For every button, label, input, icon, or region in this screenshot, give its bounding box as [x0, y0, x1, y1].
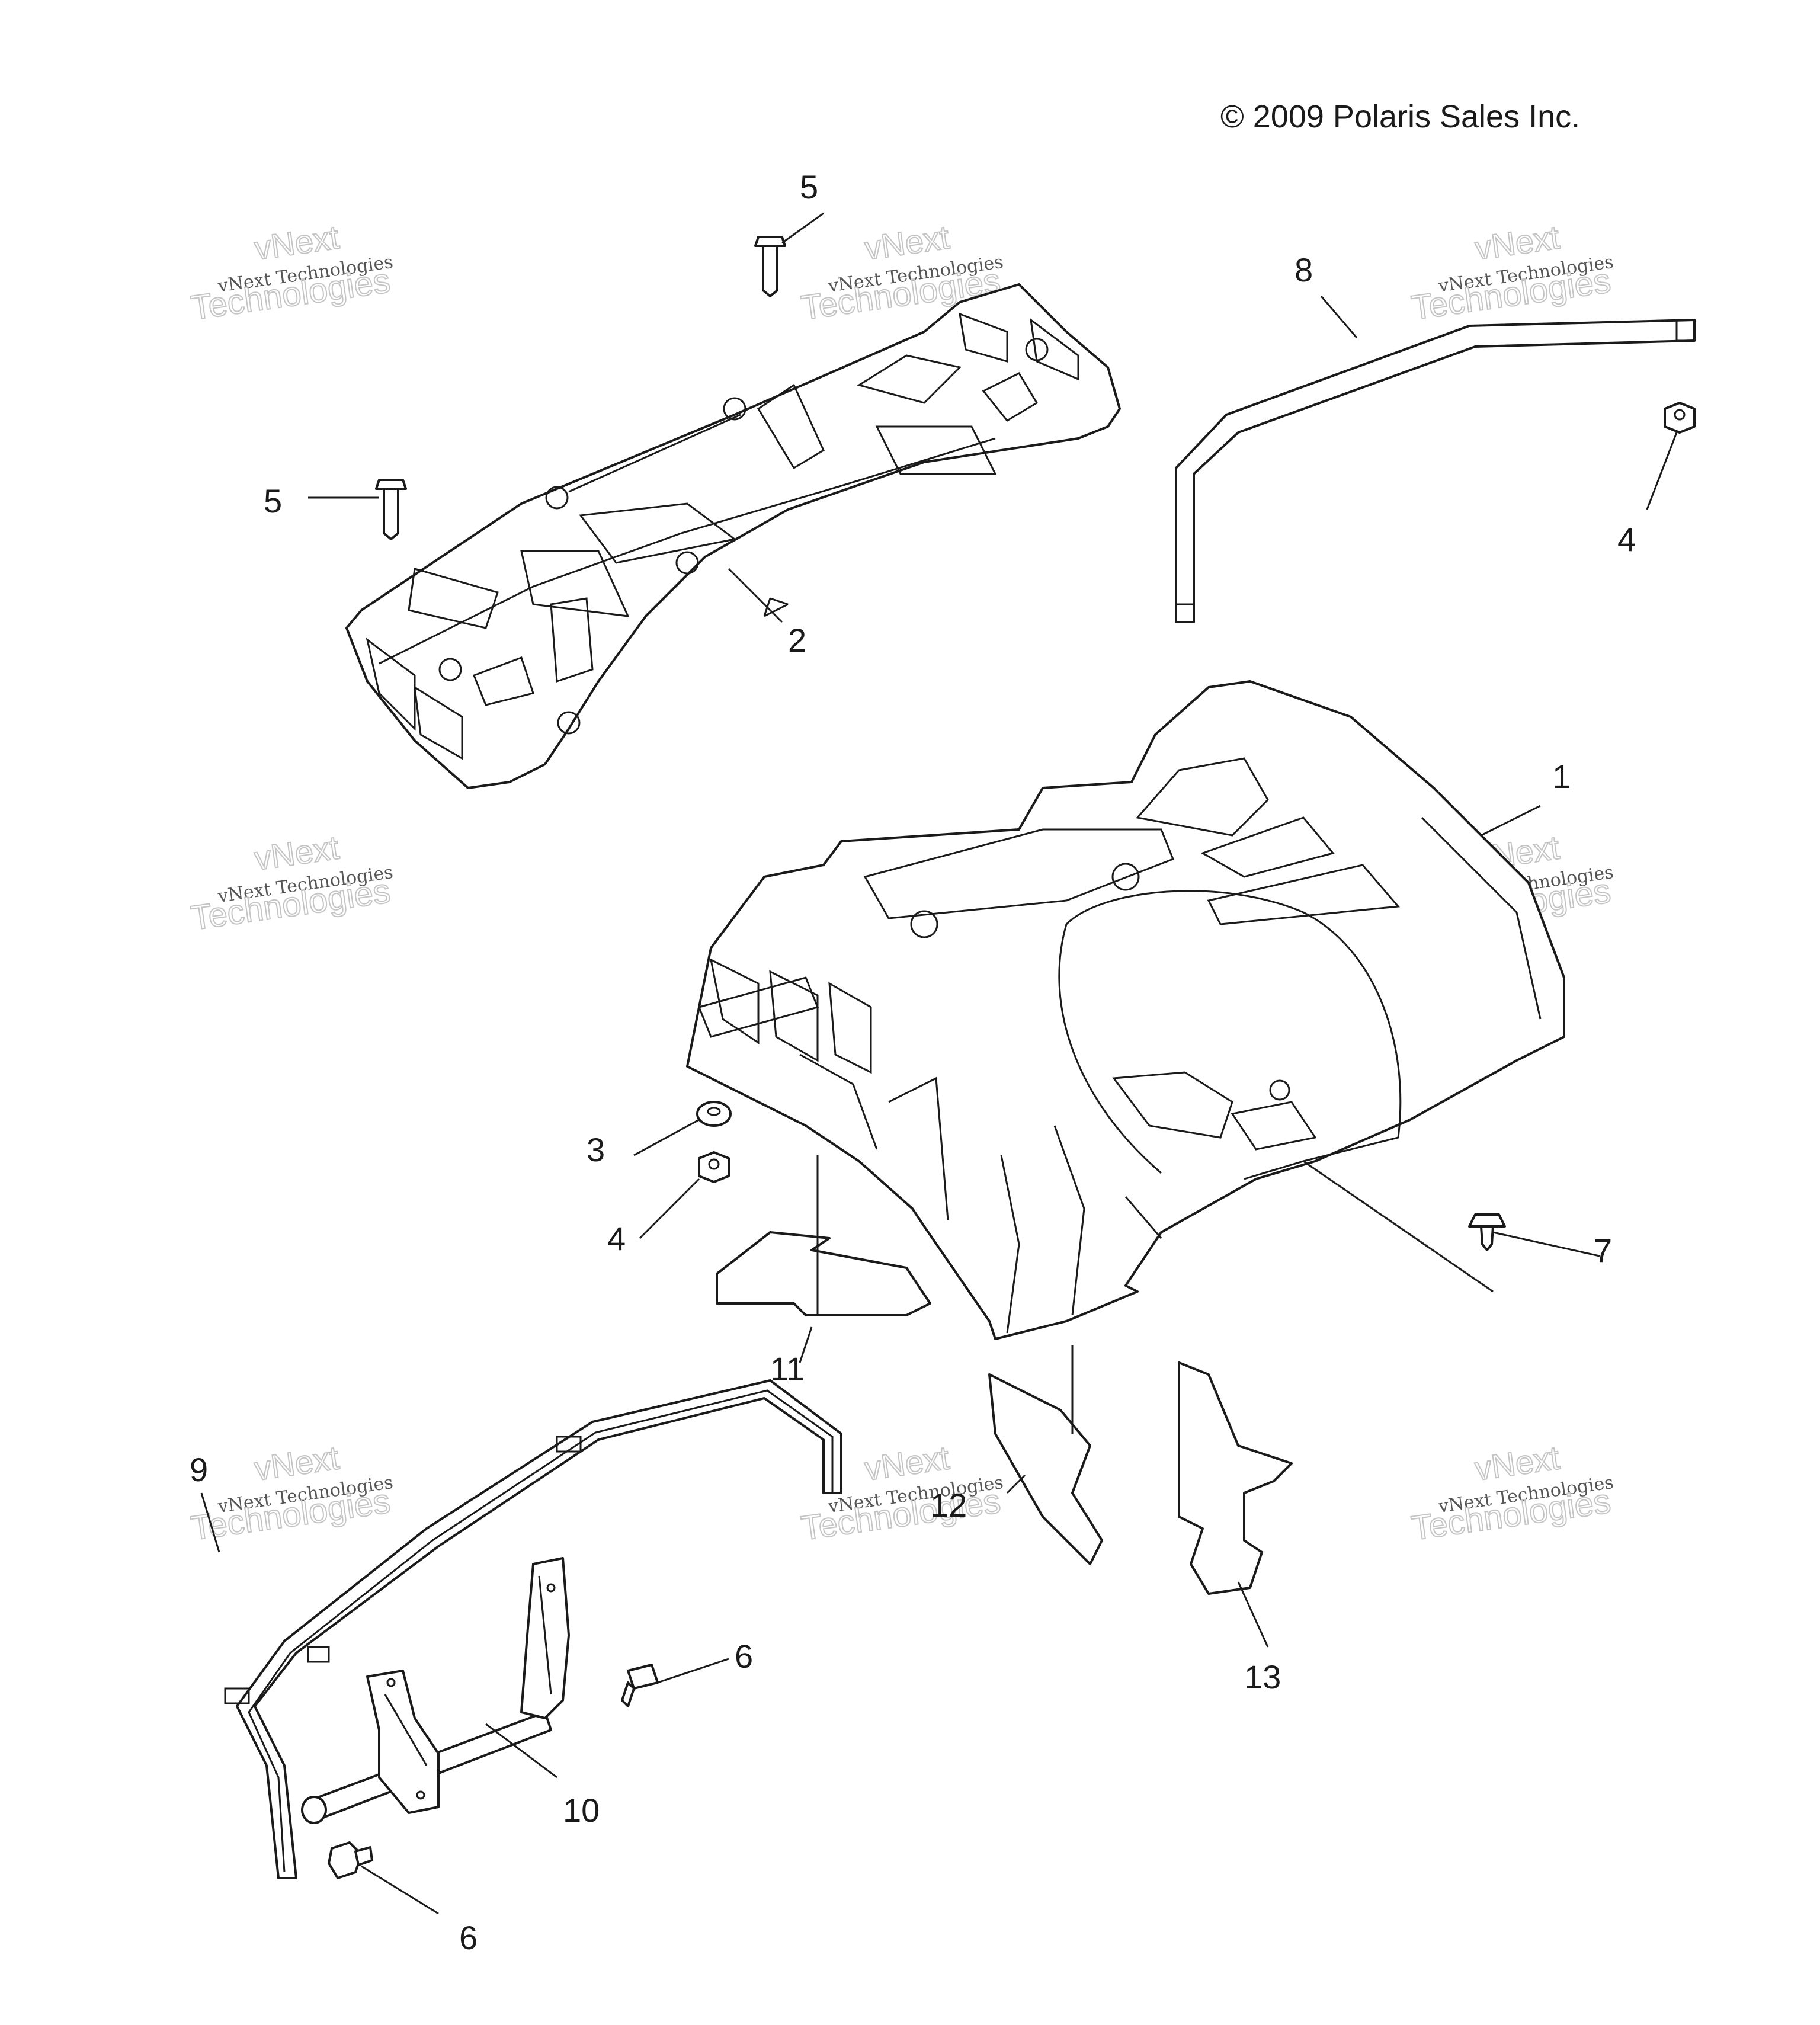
watermark-top-left: vNext vNext Technologies Technologies — [188, 217, 394, 328]
callout-1: 1 — [1552, 758, 1571, 795]
callout-11: 11 — [770, 1350, 805, 1388]
watermark-vnext: vNext — [1472, 1438, 1562, 1487]
part-6-bolt-left — [328, 1841, 373, 1879]
part-11-pad — [716, 1231, 931, 1316]
part-2-rear-rack — [345, 283, 1121, 789]
part-6-bolt-right — [621, 1664, 659, 1707]
watermark-vnext: vNext — [1472, 218, 1562, 267]
part-8-rack-tube-upper — [1175, 319, 1696, 623]
callout-4-left: 4 — [607, 1220, 626, 1257]
callout-5-upper: 5 — [800, 168, 818, 206]
callout-12: 12 — [930, 1486, 967, 1524]
callout-5-left: 5 — [264, 482, 282, 520]
watermark-vnext: vNext — [862, 1438, 951, 1487]
callout-6-right: 6 — [735, 1638, 753, 1675]
part-13-pad — [1178, 1361, 1293, 1595]
callout-10: 10 — [563, 1792, 600, 1829]
callout-8: 8 — [1294, 251, 1313, 289]
part-5-bolt-upper — [754, 236, 786, 297]
callout-2: 2 — [788, 621, 806, 659]
watermark-vnext: vNext — [252, 1438, 341, 1487]
leader-lines — [200, 212, 1678, 1915]
part-5-bolt-left — [375, 479, 407, 540]
callout-9: 9 — [190, 1451, 208, 1488]
watermark-top-right: vNext vNext Technologies Technologies — [1408, 217, 1614, 328]
part-7-push-rivet — [1468, 1213, 1506, 1251]
callout-13: 13 — [1244, 1658, 1281, 1696]
callout-7: 7 — [1594, 1232, 1612, 1269]
watermark-vnext: vNext — [862, 218, 951, 267]
part-12-pad — [988, 1373, 1103, 1565]
part-1-rear-fender — [686, 680, 1565, 1340]
watermark-vnext: vNext — [252, 218, 341, 267]
copyright-notice: © 2009 Polaris Sales Inc. — [1220, 99, 1580, 134]
callout-6-left: 6 — [459, 1919, 478, 1956]
callouts: 1 2 3 4 4 5 5 6 6 7 8 9 10 11 12 13 — [190, 168, 1636, 1956]
watermark-top-center: vNext vNext Technologies Technologies — [798, 217, 1004, 328]
part-10-hitch-bracket — [301, 1557, 570, 1824]
part-3-washer — [696, 1101, 732, 1127]
watermark-low-right: vNext vNext Technologies Technologies — [1408, 1438, 1614, 1548]
callout-3: 3 — [587, 1131, 605, 1168]
part-4-nut-right — [1664, 402, 1696, 434]
watermark-vnext: vNext — [252, 828, 341, 877]
watermark-low-left: vNext vNext Technologies Technologies — [188, 1438, 394, 1548]
callout-4-right: 4 — [1617, 521, 1636, 558]
part-9-rack-tube-lower — [224, 1379, 842, 1879]
watermark-mid-left: vNext vNext Technologies Technologies — [188, 828, 394, 938]
part-4-nut-left — [698, 1151, 730, 1183]
